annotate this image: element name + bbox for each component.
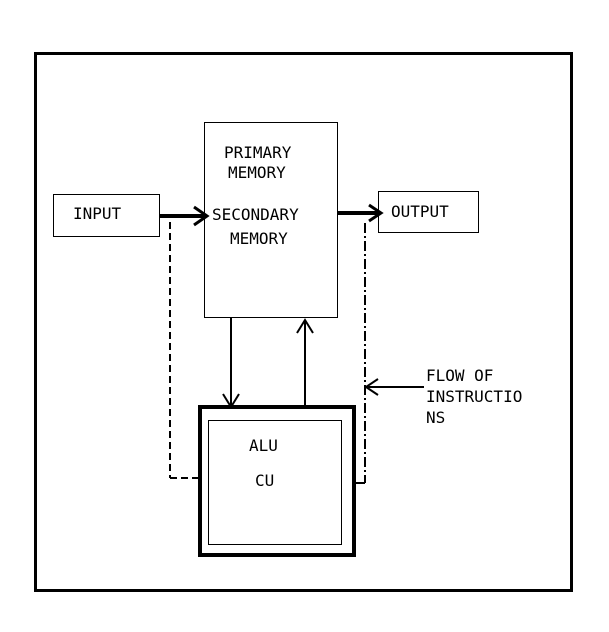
memory-box [204,122,338,318]
cpu-inner-box [208,420,342,545]
cpu-to-memory-arrow [296,318,314,405]
memory-to-cpu-arrow [222,318,240,409]
flow-label-line3: NS [426,408,446,427]
diagram-frame [34,52,573,592]
output-label: OUTPUT [391,202,449,221]
memory-label-memory-2: MEMORY [230,229,288,248]
cu-label: CU [255,471,275,490]
output-box [378,191,479,233]
memory-label-memory-1: MEMORY [228,163,286,182]
memory-label-primary: PRIMARY [224,143,292,162]
input-to-memory-arrow [160,205,210,227]
flow-label-line1: FLOW OF [426,366,494,385]
memory-to-output-arrow [338,203,384,223]
alu-label: ALU [249,436,278,455]
input-box [53,194,160,237]
input-label: INPUT [73,204,122,223]
flow-of-instructions-arrow [364,378,424,396]
memory-label-secondary: SECONDARY [212,205,299,224]
flow-label-line2: INSTRUCTIO [426,387,523,406]
output-control-dashed-line [356,223,366,484]
input-control-dashed-line [169,222,198,479]
